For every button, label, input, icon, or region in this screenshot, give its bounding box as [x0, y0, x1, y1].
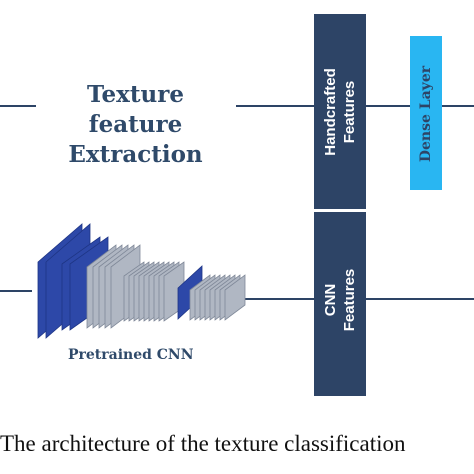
- dense-layer-box: [410, 36, 442, 190]
- dense-layer-text: Dense Layer: [418, 65, 434, 163]
- texture-title-line-2: Extraction: [68, 141, 203, 168]
- texture-feature-extraction-title: Texture feature Extraction: [38, 80, 233, 170]
- cnn-features-box: [314, 212, 366, 396]
- cnn-label-line-2: Features: [341, 268, 358, 332]
- handcrafted-features-box: [314, 14, 366, 209]
- dense-layer-label: Dense Layer: [418, 39, 434, 189]
- handcrafted-label-line-2: Features: [341, 80, 358, 144]
- figure-caption: The architecture of the texture classifi…: [0, 431, 406, 456]
- pretrained-cnn-label: Pretrained CNN: [68, 347, 194, 363]
- texture-title-line-1: Texture feature: [87, 81, 184, 138]
- handcrafted-label-line-1: Handcrafted: [322, 68, 339, 156]
- cnn-stack-icon: [37, 223, 246, 339]
- cnn-label-line-1: CNN: [322, 283, 339, 317]
- cnn-features-label: CNN Features: [321, 240, 359, 360]
- handcrafted-features-label: Handcrafted Features: [321, 17, 359, 207]
- cnn-layer-27: [224, 274, 246, 321]
